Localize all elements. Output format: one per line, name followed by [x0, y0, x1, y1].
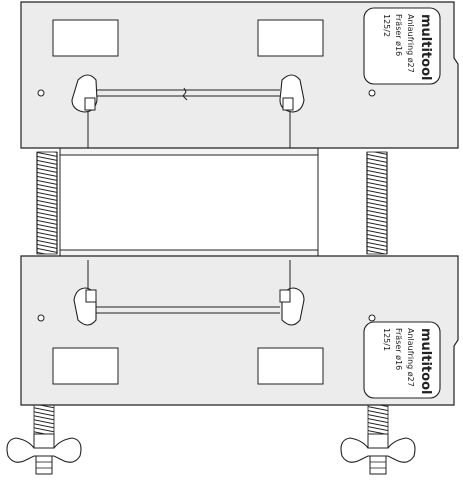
lower-window-left [52, 347, 119, 385]
bottom-wing-nut-right[interactable] [340, 433, 416, 475]
bottom-wing-nut-left[interactable] [6, 433, 82, 475]
lower-line1: Anlaufring ø27 [406, 328, 415, 387]
upper-part-no: 125/2 [382, 14, 391, 37]
lower-plate: multitool Anlaufring ø27 Fräser ø16 125/… [20, 255, 459, 406]
lower-brand: multitool [418, 328, 433, 394]
lower-hole-left [37, 314, 45, 322]
lower-window-right [257, 347, 324, 385]
upper-window-left [52, 19, 119, 57]
spring-right [366, 151, 388, 255]
spring-left [36, 151, 58, 255]
upper-label-box [363, 7, 441, 85]
lower-wing-nut-right [279, 287, 305, 326]
upper-plate: multitool Anlaufring ø27 Fräser ø16 125/… [20, 1, 459, 149]
upper-line2: Fräser ø16 [394, 14, 403, 56]
upper-hole-left [37, 89, 45, 97]
upper-line1: Anlaufring ø27 [406, 14, 415, 73]
upper-hole-right [368, 89, 376, 97]
lower-label-box [363, 321, 441, 399]
upper-brand: multitool [418, 14, 433, 80]
bottom-spring-left [33, 404, 55, 436]
lower-wing-nut-left [73, 287, 97, 326]
lower-line2: Fräser ø16 [394, 328, 403, 370]
upper-window-right [257, 19, 324, 57]
bottom-spring-right [367, 404, 389, 436]
lower-hole-right [368, 314, 376, 322]
lower-part-no: 125/1 [382, 328, 391, 351]
upper-wing-nut-right [279, 74, 305, 113]
upper-wing-nut-left [71, 74, 98, 113]
center-bar [59, 146, 319, 261]
